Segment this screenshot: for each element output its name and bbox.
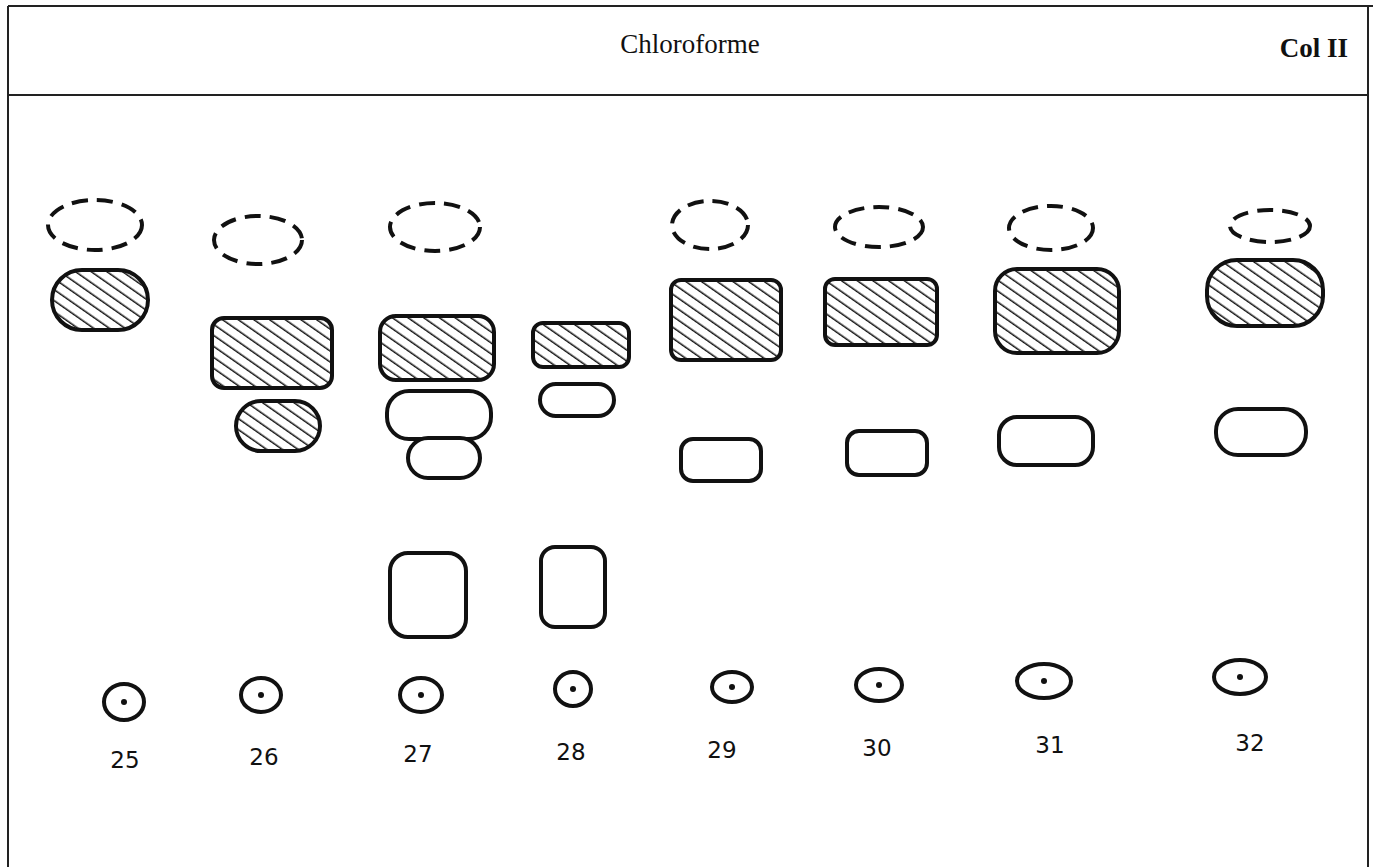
hatched-spot [380,316,494,380]
origin-dot [876,682,882,688]
origin-spot [400,678,442,712]
lane-number: 32 [1235,730,1264,756]
hatched-spot [212,318,332,388]
origin-spot [241,678,281,712]
plain-spot [540,384,614,416]
plain-spot [1216,409,1306,455]
hatched-spot [995,269,1119,353]
origin-spot [1214,660,1266,694]
lane-number: 31 [1035,732,1064,758]
tlc-spots [48,200,1323,720]
origin-spot [104,684,144,720]
column-tag: Col II [1280,33,1348,64]
lane-number: 27 [403,741,432,767]
origin-spot [856,669,902,701]
plain-spot [541,547,605,627]
lane-number: 28 [556,739,585,765]
plain-spot [387,391,491,439]
origin-dot [570,686,576,692]
faint-spot [48,200,142,250]
faint-spot [1230,210,1310,242]
origin-dot [418,692,424,698]
lane-number: 30 [862,735,891,761]
frame [8,6,1373,867]
faint-spot [1009,206,1093,250]
origin-dot [121,699,127,705]
hatched-spot [825,279,937,345]
faint-spot [672,201,748,249]
origin-spot [1017,664,1071,698]
plain-spot [408,438,480,478]
plate-title: Chloroforme [620,29,759,60]
plain-spot [847,431,927,475]
lane-number: 25 [110,747,139,773]
plain-spot [681,439,761,481]
hatched-spot [533,323,629,367]
lane-number: 29 [707,737,736,763]
origin-dot [1041,678,1047,684]
faint-spot [214,216,302,264]
faint-spot [835,207,923,247]
plain-spot [390,553,466,637]
origin-dot [1237,674,1243,680]
hatched-spot [236,401,320,451]
faint-spot [390,203,480,251]
origin-dot [258,692,264,698]
hatched-spot [52,270,148,330]
origin-dot [729,684,735,690]
plain-spot [999,417,1093,465]
hatched-spot [671,280,781,360]
origin-spot [555,672,591,706]
hatched-spot [1207,260,1323,326]
lane-number: 26 [249,744,278,770]
origin-spot [712,672,752,702]
